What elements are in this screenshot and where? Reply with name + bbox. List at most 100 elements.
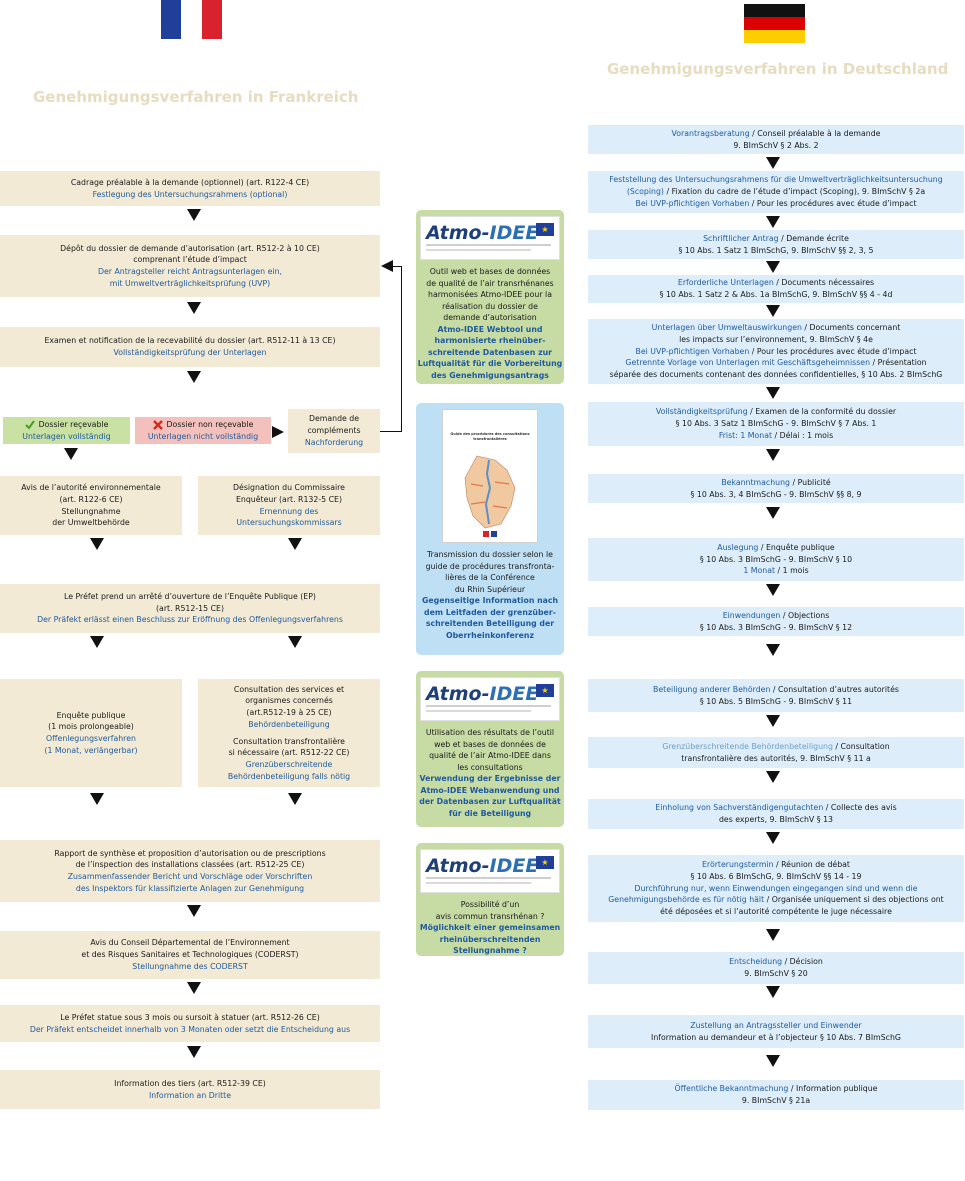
fr-avis-coderst: Avis du Conseil Départemental de l’Envir…: [0, 931, 380, 979]
text: Vollständigkeitsprüfung: [655, 407, 748, 417]
text: Dossier non reçevable: [152, 419, 254, 431]
text: Vollständigkeitsprüfung der Unterlagen: [113, 348, 267, 357]
arrow-down: [90, 538, 104, 550]
flag-france-icon: [161, 0, 222, 39]
de-step-schriftlicher-antrag: Schriftlicher Antrag / Demande écrite § …: [588, 230, 964, 259]
arrow-down: [288, 538, 302, 550]
text: Erörterungstermin / Réunion de débat: [702, 859, 850, 871]
text: Atmo-IDEE Webanwendung und: [420, 785, 560, 795]
text: Genehmigungsbehörde es für nötig hält: [608, 895, 765, 905]
text: compléments: [307, 426, 361, 436]
map-icon: [464, 455, 516, 529]
text: Stellungnahme des CODERST: [132, 961, 248, 971]
text: / 1 mois: [775, 566, 809, 576]
text: Getrennte Vorlage von Unterlagen mit Ges…: [625, 357, 926, 369]
text: / Réunion de débat: [773, 860, 850, 870]
text: Beteiligung anderer Behörden / Consultat…: [653, 684, 899, 696]
arrow-down: [187, 905, 201, 917]
fr-dossier-non-recevable: Dossier non reçevable Unterlagen nicht v…: [135, 417, 271, 444]
text: / Organisée uniquement si des objections…: [764, 895, 944, 905]
text: Nachforderung: [304, 437, 364, 447]
text: Le Préfet statue sous 3 mois ou sursoit …: [60, 1012, 320, 1022]
text: 9. BImSchV § 2 Abs. 2: [733, 140, 819, 150]
text: / Examen de la conformité du dossier: [747, 407, 897, 417]
text: 9. BImSchV § 20: [744, 969, 808, 978]
de-step-scoping: Feststellung des Untersuchungsrahmens fü…: [588, 171, 964, 213]
text: / Pour les procédures avec étude d’impac…: [749, 346, 917, 356]
text: Avis de l’autorité environnementale: [21, 483, 161, 493]
text: 1 Monat: [743, 566, 776, 576]
text: Désignation du Commissaire: [233, 483, 345, 493]
text: Outil web et bases de données: [429, 267, 551, 276]
text: (art.R512-19 à 25 CE): [246, 708, 332, 718]
flag-germany-icon: [744, 4, 805, 43]
logo-text: IDEE: [489, 683, 539, 705]
text: / Décision: [782, 957, 823, 967]
text: Entscheidung / Décision: [729, 956, 823, 968]
text: Cadrage préalable à la demande (optionne…: [70, 177, 310, 187]
arrow-down: [766, 929, 780, 941]
text: Einholung von Sachverständigengutachten: [655, 803, 824, 813]
text: § 10 Abs. 6 BImSchG, 9. BImSchV §§ 14 - …: [690, 871, 862, 881]
fr-prefet-statue: Le Préfet statue sous 3 mois ou sursoit …: [0, 1005, 380, 1042]
text: Feststellung des Untersuchungsrahmens fü…: [609, 175, 943, 185]
text: 9. BImSchV § 21a: [741, 1096, 811, 1105]
text: Auslegung: [717, 542, 759, 552]
text: Bekanntmachung / Publicité: [721, 477, 830, 489]
connector-line: [392, 266, 402, 267]
text: § 10 Abs. 1 Satz 1 BImSchG, 9. BImSchV §…: [678, 245, 874, 255]
text: et des Risques Sanitaires et Technologiq…: [81, 950, 299, 960]
text: Beteiligung anderer Behörden: [653, 684, 771, 694]
fr-designation-commissaire: Désignation du Commissaire Enquêteur (ar…: [198, 476, 380, 535]
arrow-down: [766, 305, 780, 317]
text: / Documents nécessaires: [773, 278, 875, 288]
de-step-vollstaendigkeitspruefung: Vollständigkeitsprüfung / Examen de la c…: [588, 402, 964, 446]
de-step-erforderliche-unterlagen: Erforderliche Unterlagen / Documents néc…: [588, 275, 964, 303]
atmo-idee-box-preparation: Atmo-IDEE ★ Outil web et bases de donnée…: [416, 210, 564, 384]
de-step-auslegung: Auslegung / Enquête publique § 10 Abs. 3…: [588, 538, 964, 581]
text: Gegenseitige Information nach: [421, 596, 559, 606]
de-step-einwendungen: Einwendungen / Objections § 10 Abs. 3 BI…: [588, 607, 964, 636]
fr-step-examen: Examen et notification de la recevabilit…: [0, 327, 380, 367]
text: Stellungnahme ?: [453, 946, 527, 956]
arrow-down: [187, 1046, 201, 1058]
de-step-zustellung: Zustellung an Antragssteller und Einwend…: [588, 1015, 964, 1048]
text: Vorantragsberatung / Conseil préalable à…: [672, 128, 881, 140]
check-icon: [24, 420, 35, 430]
text: schreitenden Beteiligung der: [425, 619, 555, 629]
arrow-down: [766, 449, 780, 461]
de-step-umweltauswirkungen: Unterlagen über Umweltauswirkungen / Doc…: [588, 319, 964, 384]
de-step-bekanntmachung: Bekanntmachung / Publicité § 10 Abs. 3, …: [588, 474, 964, 503]
text: / Enquête publique: [758, 542, 835, 552]
fr-arrete-ouverture: Le Préfet prend un arrêté d’ouverture de…: [0, 584, 380, 633]
text: Bei UVP-pflichtigen Vorhaben / Pour les …: [635, 198, 916, 210]
arrow-down: [766, 157, 780, 169]
eu-flag-icon: ★: [536, 223, 554, 236]
de-step-entscheidung: Entscheidung / Décision 9. BImSchV § 20: [588, 952, 964, 984]
arrow-down: [766, 216, 780, 228]
text: Dossier non reçevable: [166, 419, 254, 429]
fr-information-tiers: Information des tiers (art. R512-39 CE) …: [0, 1070, 380, 1109]
text: Getrennte Vorlage von Unterlagen mit Ges…: [625, 358, 871, 368]
atmo-idee-logo: Atmo-IDEE ★: [420, 677, 560, 721]
text: Information an Dritte: [148, 1090, 232, 1100]
text: Schriftlicher Antrag / Demande écrite: [703, 233, 849, 245]
atmo-idee-logo: Atmo-IDEE ★: [420, 849, 560, 893]
text: Transmission du dossier selon le: [427, 550, 553, 559]
text: Dossier reçevable: [24, 419, 109, 431]
text: si nécessaire (art. R512-22 CE): [228, 748, 350, 758]
text: Possibilité d’un: [460, 900, 520, 909]
text: les impacts sur l’environnement, 9. BImS…: [679, 334, 873, 344]
text: Frist: 1 Monat / Délai : 1 mois: [719, 430, 833, 442]
text: guide de procédures transfronta-: [425, 561, 555, 571]
arrow-down: [187, 371, 201, 383]
text: Dépôt du dossier de demande d’autorisati…: [60, 243, 320, 253]
arrow-down: [766, 584, 780, 596]
text: Vollständigkeitsprüfung / Examen de la c…: [656, 406, 896, 418]
text: Offenlegungsverfahren: [46, 734, 136, 743]
text: Zusammenfassender Bericht und Vorschläge…: [67, 872, 313, 881]
text: du Rhin Supérieur: [454, 584, 526, 594]
text: organismes concernés: [245, 696, 333, 706]
text: Dossier reçevable: [38, 419, 109, 429]
text: Bei UVP-pflichtigen Vorhaben: [635, 346, 750, 356]
